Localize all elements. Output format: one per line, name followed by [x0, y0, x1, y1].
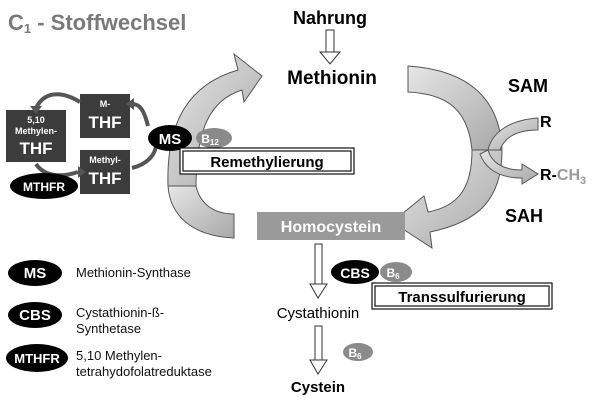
arrow-methyl-to-ms [131, 143, 158, 170]
methyl-thf-label: THF [88, 169, 121, 188]
b12-label: B12 [201, 132, 219, 147]
arrow-sam-to-homocystein [391, 149, 503, 250]
arrow-methionin-to-sam [407, 65, 503, 151]
arrow-methylen-to-methyl-head [78, 166, 86, 178]
page-title: C1 - Stoffwechsel [8, 10, 186, 36]
methylen-line2: Methylen- [15, 126, 57, 136]
methylen-line1: 5,10 [27, 115, 45, 125]
arrow-ms-to-mthf-head [126, 98, 134, 110]
cbs-badge [331, 260, 379, 284]
m-thf-box [80, 94, 130, 138]
remethylierung-box [179, 147, 355, 175]
legend-ms-badge: MS [8, 260, 62, 286]
b6-lower-label: B6 [348, 346, 362, 361]
b12-badge [196, 128, 232, 148]
ms-badge [148, 125, 192, 151]
label-r-ch3: R-CH3 [540, 167, 586, 187]
legend-cbs-badge: CBS [8, 302, 62, 328]
arrow-homocystein-to-remethylation [167, 185, 235, 239]
label-homocystein: Homocystein [281, 219, 381, 236]
methylen-thf-label: THF [19, 139, 52, 158]
cbs-badge-label: CBS [340, 265, 370, 281]
transsulfurierung-label: Transsulfurierung [398, 289, 526, 306]
label-nahrung: Nahrung [293, 8, 367, 28]
remethylierung-box-inner [182, 150, 352, 172]
label-cystathionin: Cystathionin [277, 305, 360, 322]
label-methionin: Methionin [287, 68, 377, 89]
legend-mthfr-text: 5,10 Methylen- tetrahydofolatreduktase [76, 348, 212, 379]
remethylierung-label: Remethylierung [210, 154, 323, 171]
arrow-r-ch3-out [479, 149, 539, 185]
arrow-mthf-to-methylen-head [30, 106, 42, 114]
homocystein-box [257, 212, 405, 240]
label-sah: SAH [505, 206, 543, 226]
arrow-mthf-to-methylen [34, 92, 82, 110]
mthfr-badge-label: MTHFR [23, 180, 65, 194]
legend-cbs-text: Cystathionin-ß- Synthetase [76, 305, 165, 336]
arrow-cystathionin-to-cystein [309, 325, 328, 375]
b6-badge [380, 262, 412, 282]
arrow-ms-to-mthf [131, 102, 150, 127]
label-sam: SAM [508, 76, 548, 96]
m-thf-label: THF [88, 113, 121, 132]
m-thf-prefix: M- [100, 99, 111, 109]
methylen-thf-box [6, 110, 66, 162]
ms-badge-label: MS [159, 131, 182, 148]
methyl-thf-prefix: Methyl- [89, 155, 121, 165]
b6-lower-badge [343, 343, 373, 361]
legend-mthfr-badge: MTHFR [6, 344, 68, 372]
label-r: R [540, 114, 552, 131]
b6-label: B6 [386, 266, 400, 281]
arrow-nahrung-to-methionin [318, 29, 342, 65]
arrow-homocystein-to-cystathionin [309, 243, 328, 299]
transsulfurierung-box [371, 282, 553, 310]
methyl-thf-box [80, 150, 130, 194]
legend-ms-text: Methionin-Synthase [76, 265, 191, 280]
arrow-r-in [487, 117, 539, 151]
label-cystein: Cystein [291, 379, 345, 396]
transsulfurierung-box-inner [374, 285, 550, 307]
mthfr-badge [10, 173, 78, 199]
